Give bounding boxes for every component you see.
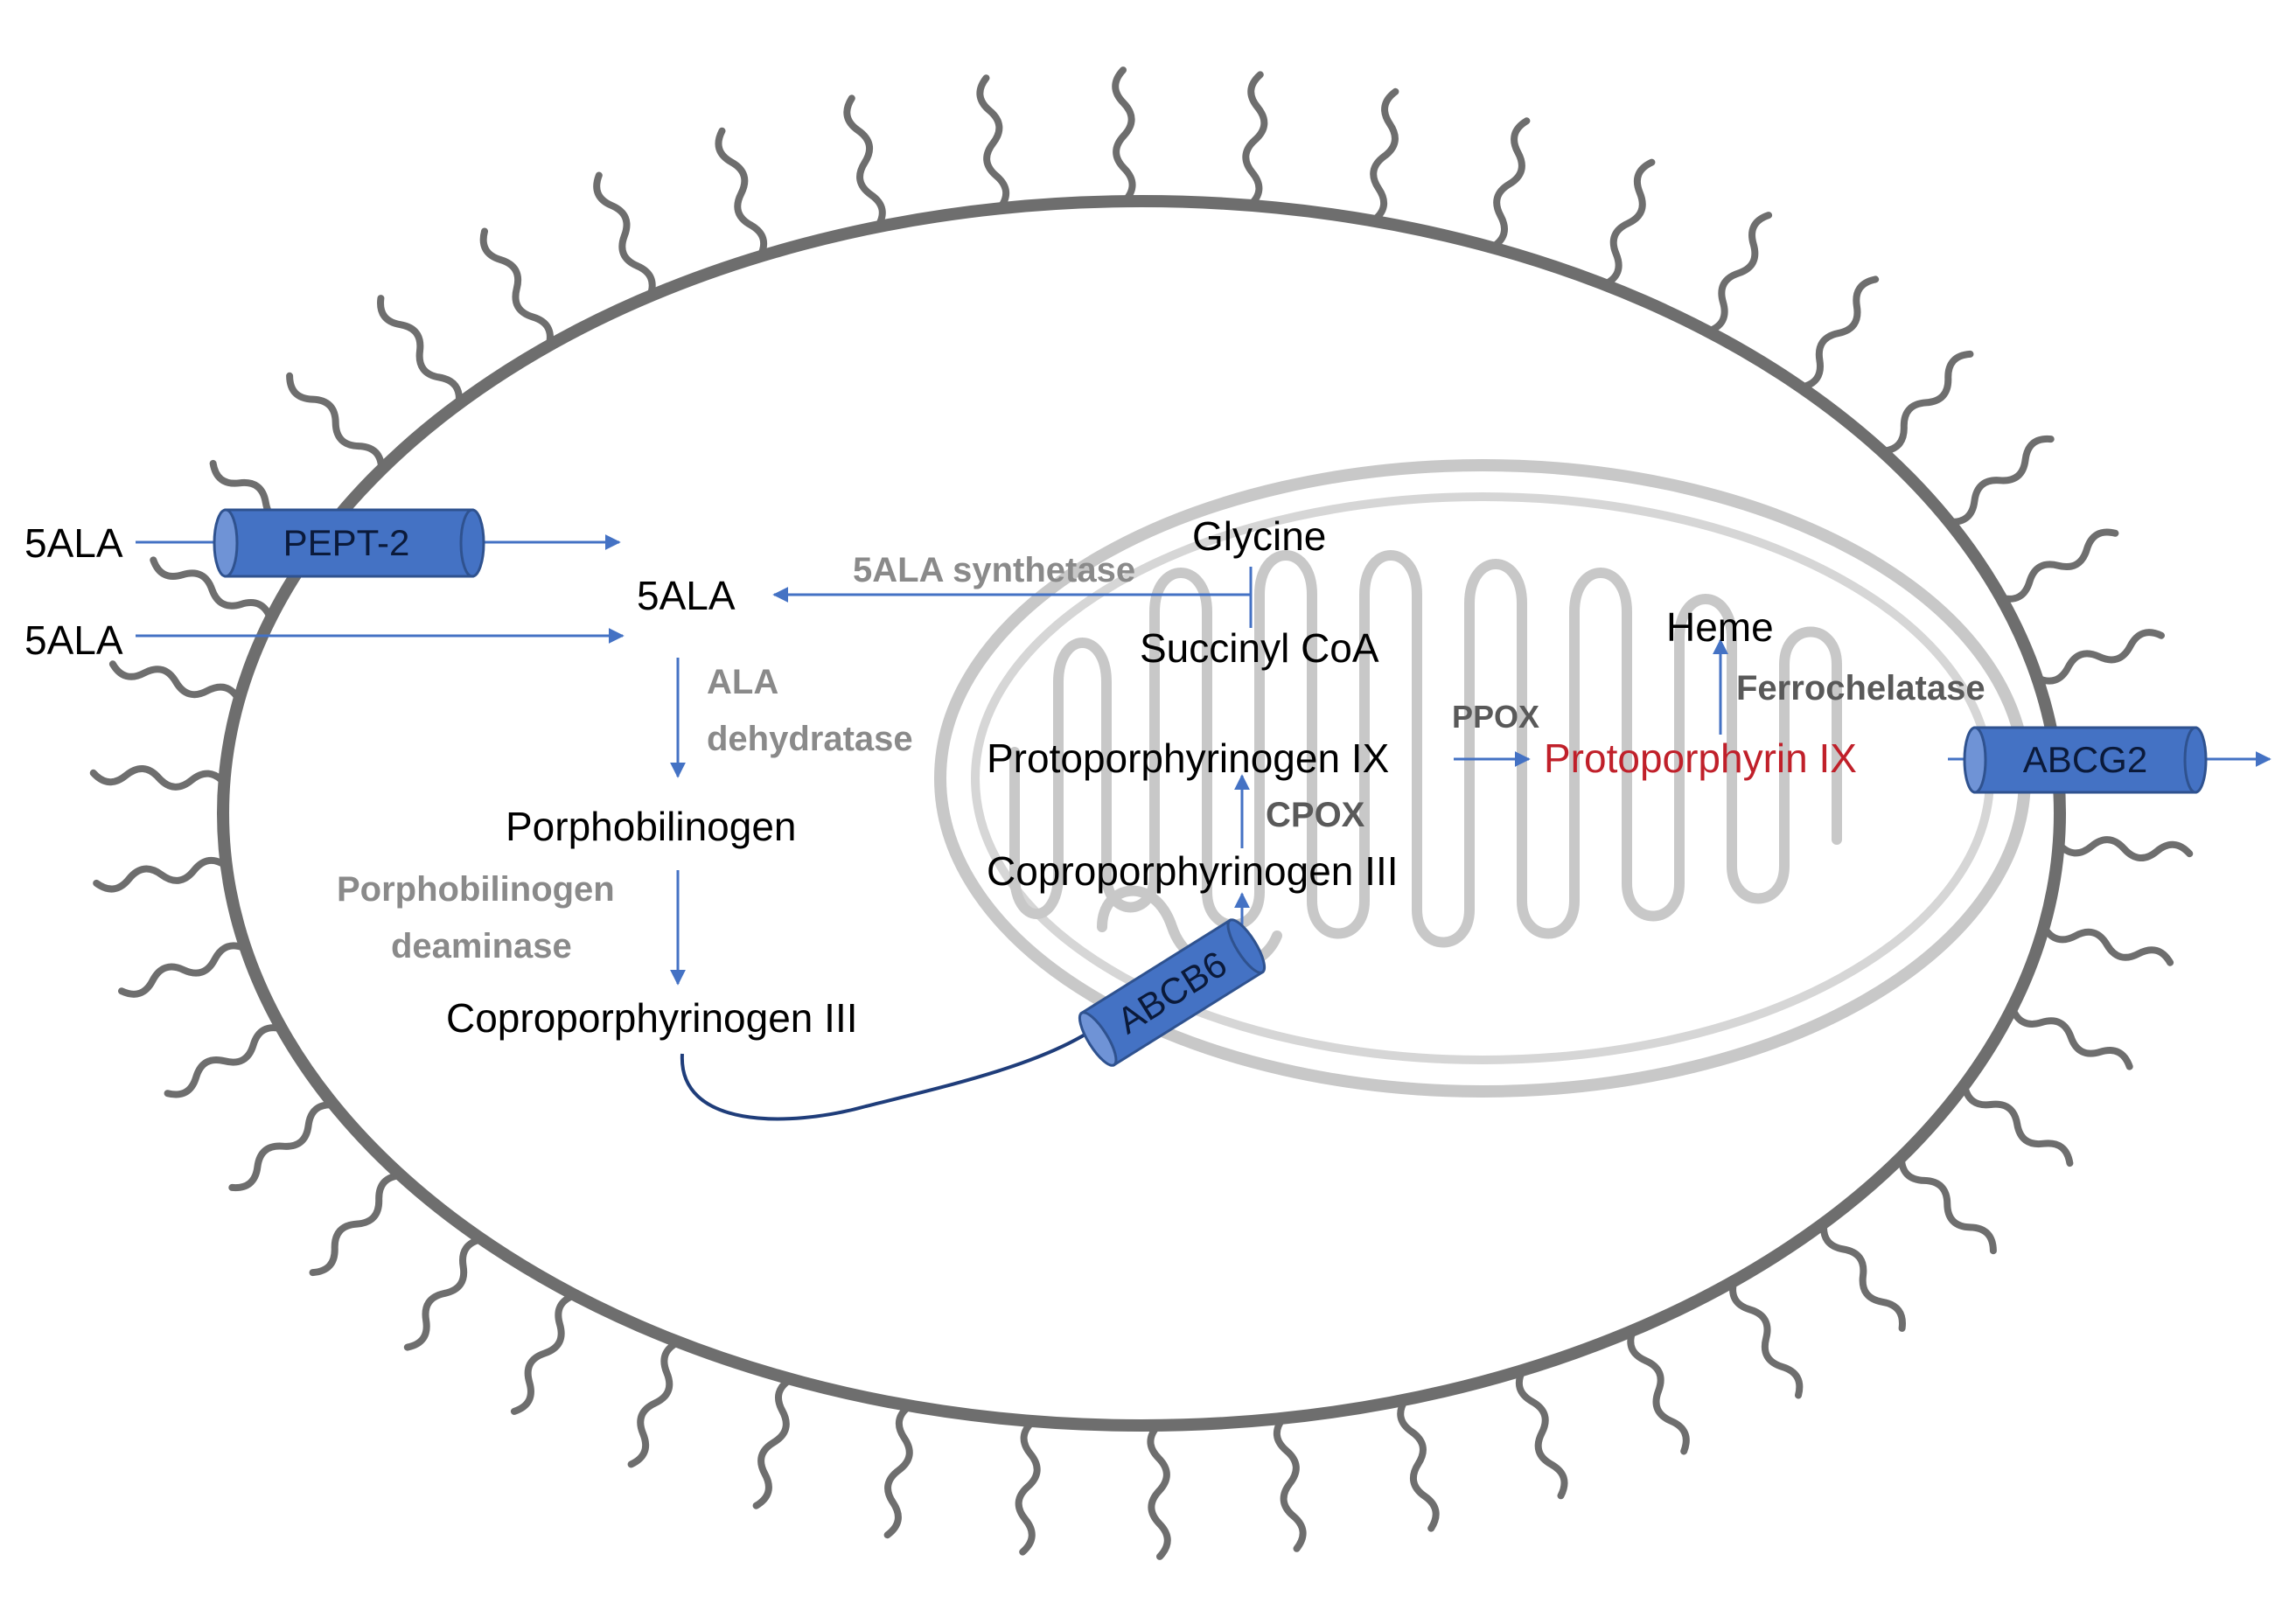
cilium <box>150 556 275 623</box>
ala-dehydratase-label-line2: dehydratase <box>707 720 913 758</box>
mitochondrion-cristae <box>1053 550 1842 948</box>
cilium <box>1961 1081 2074 1167</box>
cilium <box>2055 836 2194 861</box>
protoporphyrin-label: Protoporphyrin IX <box>1544 735 1857 781</box>
transporter-abcb6: ABCB6 <box>1078 918 1267 1067</box>
cilium <box>1945 435 2055 526</box>
cilium <box>1997 528 2119 603</box>
cilium <box>883 1402 914 1539</box>
heme-label: Heme <box>1666 604 1774 650</box>
cilium <box>1015 1418 1041 1556</box>
cilium <box>715 127 768 261</box>
cilium <box>1242 71 1268 209</box>
cilium <box>1897 1154 1997 1255</box>
cilium <box>309 1172 405 1277</box>
ppox-label: PPOX <box>1452 699 1539 735</box>
porphobilinogen-label: Porphobilinogen <box>506 804 797 849</box>
cilium <box>627 1338 682 1468</box>
cilium <box>976 74 1010 213</box>
ala-extracellular-2: 5ALA <box>24 617 123 663</box>
cilium <box>377 295 463 408</box>
coproporphyrinogen-mito-label: Coproporphyrinogen III <box>987 848 1399 894</box>
cilium <box>286 372 386 473</box>
cilium <box>1820 1219 1906 1332</box>
mitochondrion-cristae-left <box>1009 677 1064 919</box>
cilium <box>843 94 886 231</box>
cilium <box>593 171 656 300</box>
coproporphyrinogen-cytosol-label: Coproporphyrinogen III <box>446 995 858 1041</box>
cilium <box>1515 1366 1568 1500</box>
cilium <box>1627 1327 1690 1455</box>
glycine-label: Glycine <box>1192 513 1326 559</box>
cilium <box>1147 1421 1171 1560</box>
ala-cytosol: 5ALA <box>637 573 736 618</box>
cilium <box>752 1376 795 1509</box>
cilium <box>118 942 249 998</box>
transporter-abcg2: ABCG2 <box>1963 726 2208 794</box>
membrane-cilia <box>89 66 2194 1560</box>
pbg-deaminase-label-line2: deaminase <box>391 927 572 965</box>
cilium <box>1369 87 1399 225</box>
cilium <box>479 227 554 350</box>
ferrochelatase-label: Ferrochelatase <box>1736 669 1985 707</box>
cilium <box>164 1024 286 1098</box>
cilium <box>2034 629 2165 685</box>
ala-dehydratase-label-line1: ALA <box>707 663 778 701</box>
cilium <box>2040 923 2174 966</box>
cilium <box>1273 1414 1307 1552</box>
cilium <box>1488 117 1531 251</box>
cilium <box>1601 158 1656 289</box>
cilium <box>1704 212 1773 335</box>
cilium <box>1797 275 1880 391</box>
cilium <box>1112 66 1136 206</box>
cilium <box>1397 1396 1440 1532</box>
cilium <box>93 856 230 893</box>
ala-synthetase-label: 5ALA synthetase <box>853 551 1135 589</box>
ala-extracellular-1: 5ALA <box>24 520 123 566</box>
cilium <box>1729 1277 1804 1399</box>
cilium <box>2008 1004 2133 1070</box>
cilium <box>108 660 243 704</box>
pept2-label: PEPT-2 <box>283 522 410 563</box>
protoporphyrinogen-label: Protoporphyrinogen IX <box>987 735 1389 781</box>
cilium <box>228 1101 338 1192</box>
cilium <box>403 1236 485 1351</box>
abcg2-label: ABCG2 <box>2023 739 2147 780</box>
cpox-label: CPOX <box>1266 796 1365 834</box>
pbg-deaminase-label-line1: Porphobilinogen <box>337 870 615 909</box>
succinyl-coa-label: Succinyl CoA <box>1140 625 1379 671</box>
cilium <box>89 765 228 791</box>
transporter-pept2: PEPT-2 <box>213 508 485 578</box>
arrow-copro-to-abcb6 <box>680 1021 1104 1121</box>
cilium <box>1878 350 1974 455</box>
cilium <box>510 1292 579 1415</box>
